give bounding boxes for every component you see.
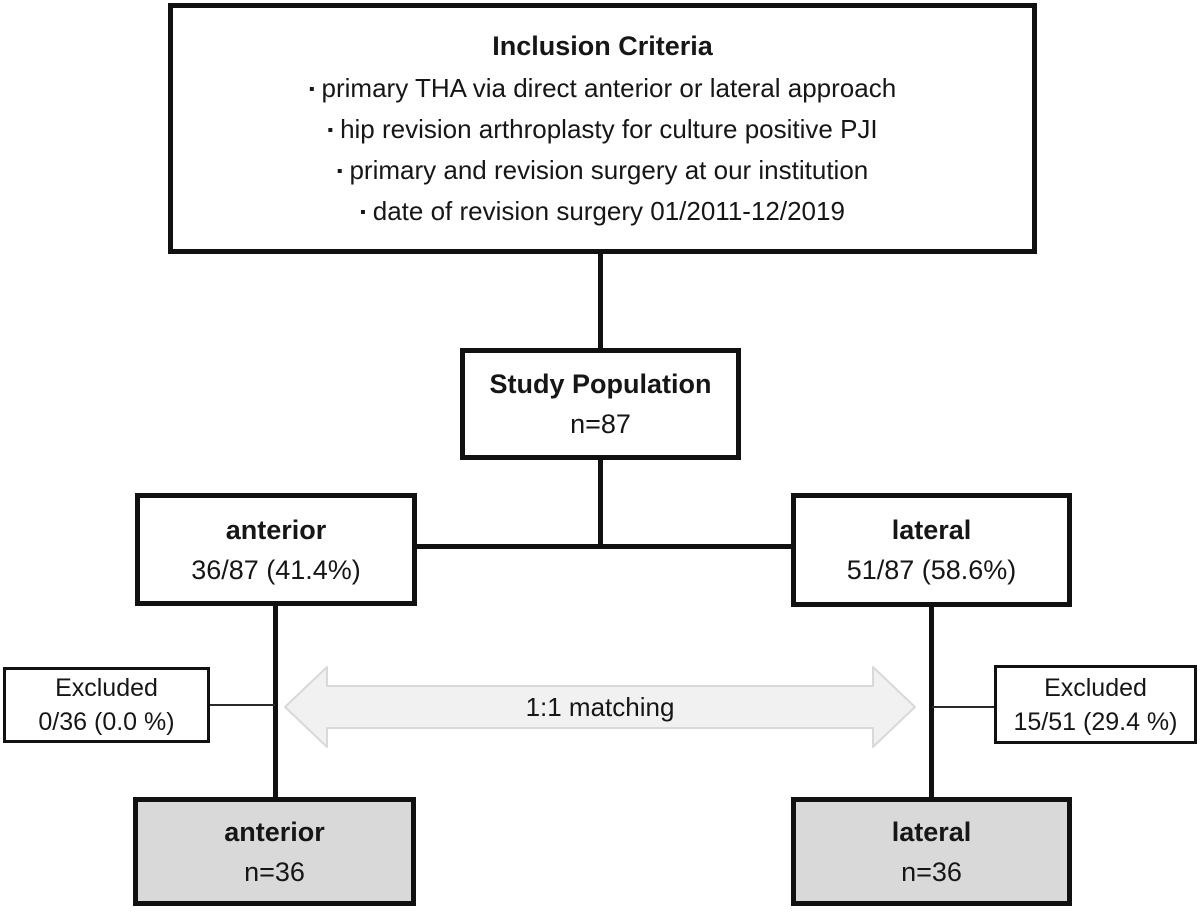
anterior-group-box: anterior 36/87 (41.4%) <box>135 493 417 606</box>
study-population-count: n=87 <box>570 409 631 439</box>
connector-inclusion-to-study <box>598 251 603 350</box>
inclusion-bullet: ▪ date of revision surgery 01/2011-12/201… <box>173 191 1032 232</box>
lateral-group-box: lateral 51/87 (58.6%) <box>791 493 1072 607</box>
matched-anterior-count: n=36 <box>244 856 305 887</box>
excluded-anterior-count: 0/36 (0.0 %) <box>38 708 175 736</box>
study-population-title: Study Population <box>489 369 712 399</box>
inclusion-bullet-text: date of revision surgery 01/2011-12/2019 <box>372 196 845 227</box>
inclusion-bullet-text: primary THA via direct anterior or later… <box>321 73 897 103</box>
inclusion-bullet: ▪ primary THA via direct anterior or late… <box>173 68 1032 109</box>
square-bullet-icon: ▪ <box>336 162 343 181</box>
matching-arrow <box>280 660 920 755</box>
matched-lateral-count: n=36 <box>901 856 962 887</box>
connector-excluded-anterior <box>209 704 275 706</box>
connector-study-to-split <box>598 458 603 548</box>
inclusion-bullet-text: hip revision arthroplasty for culture po… <box>340 114 878 145</box>
lateral-group-title: lateral <box>891 515 972 545</box>
study-population-box: Study Population n=87 <box>460 348 741 460</box>
inclusion-criteria-box: Inclusion Criteria ▪ primary THA via dire… <box>168 3 1037 254</box>
connector-lateral-down <box>929 605 934 799</box>
matched-anterior-box: anterior n=36 <box>133 797 416 906</box>
square-bullet-icon: ▪ <box>327 121 334 140</box>
connector-anterior-down <box>273 604 278 799</box>
excluded-anterior-title: Excluded <box>55 674 158 702</box>
inclusion-title: Inclusion Criteria <box>492 31 713 61</box>
matched-lateral-title: lateral <box>891 816 972 847</box>
connector-excluded-lateral <box>932 706 994 708</box>
lateral-group-count: 51/87 (58.6%) <box>846 555 1017 585</box>
anterior-group-title: anterior <box>225 514 327 545</box>
excluded-lateral-box: Excluded 15/51 (29.4 %) <box>994 665 1197 744</box>
anterior-group-count: 36/87 (41.4%) <box>191 554 361 585</box>
inclusion-bullet: ▪ hip revision arthroplasty for culture p… <box>173 109 1032 150</box>
inclusion-bullet: ▪ primary and revision surgery at our ins… <box>173 150 1032 191</box>
square-bullet-icon: ▪ <box>308 80 315 99</box>
excluded-lateral-title: Excluded <box>1044 673 1147 702</box>
connector-split-horizontal <box>415 544 793 549</box>
matching-label: 1:1 matching <box>525 692 675 722</box>
excluded-lateral-count: 15/51 (29.4 %) <box>1013 707 1178 736</box>
double-arrow-icon <box>284 666 916 748</box>
square-bullet-icon: ▪ <box>360 203 366 222</box>
inclusion-bullet-text: primary and revision surgery at our inst… <box>349 155 869 186</box>
matched-lateral-box: lateral n=36 <box>791 797 1072 906</box>
excluded-anterior-box: Excluded 0/36 (0.0 %) <box>3 667 210 743</box>
matched-anterior-title: anterior <box>224 816 325 847</box>
